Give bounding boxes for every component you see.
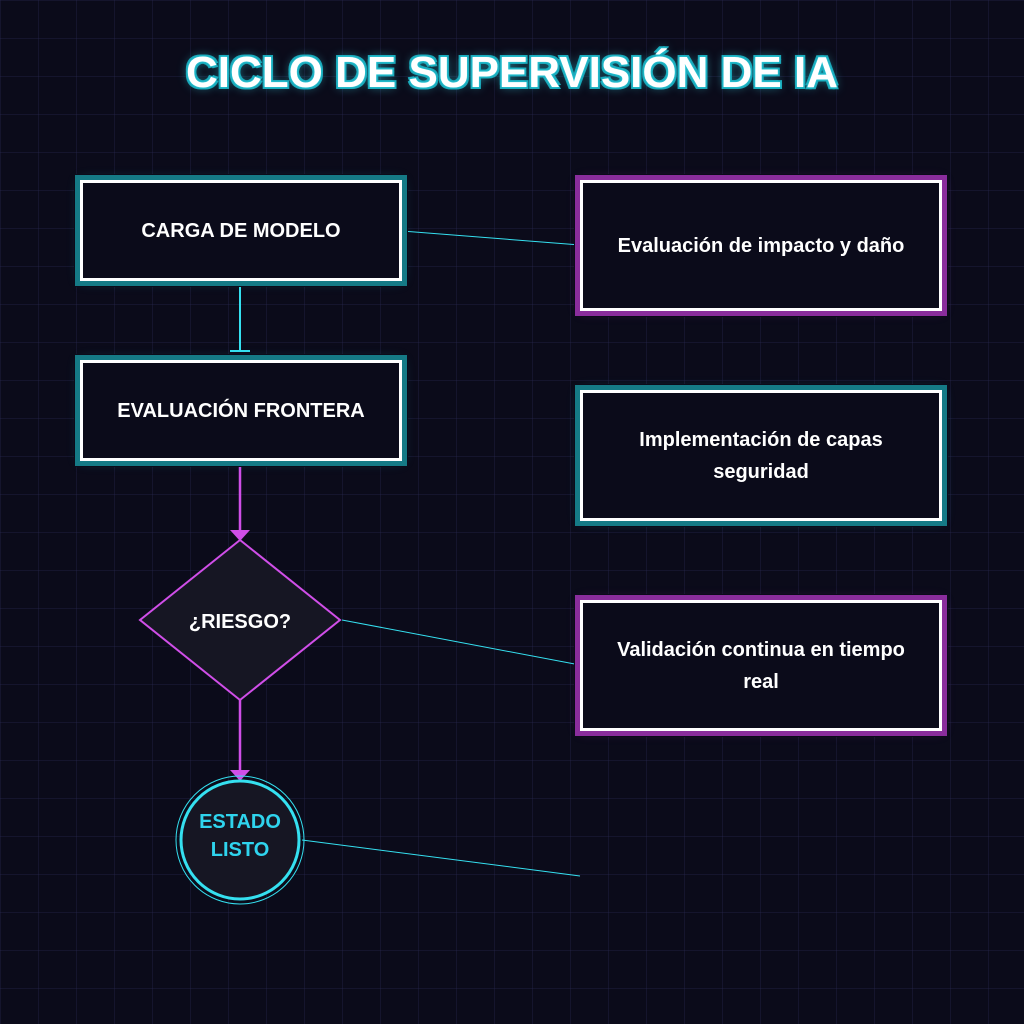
link-terminal-offpage — [301, 839, 581, 877]
decision-label: ¿RIESGO? — [188, 611, 292, 633]
side-box-impacto: Evaluación de impacto y daño — [575, 175, 947, 316]
terminal-label: ESTADO LISTO — [180, 808, 300, 864]
terminal-circle — [179, 779, 301, 901]
terminal-label-line2: LISTO — [210, 839, 270, 861]
step-evaluacion-frontera: EVALUACIÓN FRONTERA — [75, 355, 407, 466]
side-box-validacion-label: Validación continua en tiempo real — [617, 638, 905, 693]
decision-diamond — [138, 538, 342, 702]
step-carga-modelo-label: CARGA DE MODELO — [141, 219, 341, 242]
arrowhead-step2-decision — [230, 530, 250, 541]
side-box-validacion: Validación continua en tiempo real — [575, 595, 947, 736]
diagram-title: CICLO DE SUPERVISIÓN DE IA — [186, 48, 838, 97]
side-box-impacto-label: Evaluación de impacto y daño — [617, 234, 905, 257]
link-decision-side3 — [341, 619, 581, 666]
terminal-outer-ring — [175, 775, 305, 905]
side-box-capas-label: Implementación de capas seguridad — [639, 428, 883, 483]
terminal-label-line1: ESTADO — [199, 811, 281, 833]
step-carga-modelo: CARGA DE MODELO — [75, 175, 407, 286]
link-step1-side1 — [401, 230, 581, 246]
step-evaluacion-frontera-label: EVALUACIÓN FRONTERA — [117, 399, 365, 422]
side-box-capas: Implementación de capas seguridad — [575, 385, 947, 526]
